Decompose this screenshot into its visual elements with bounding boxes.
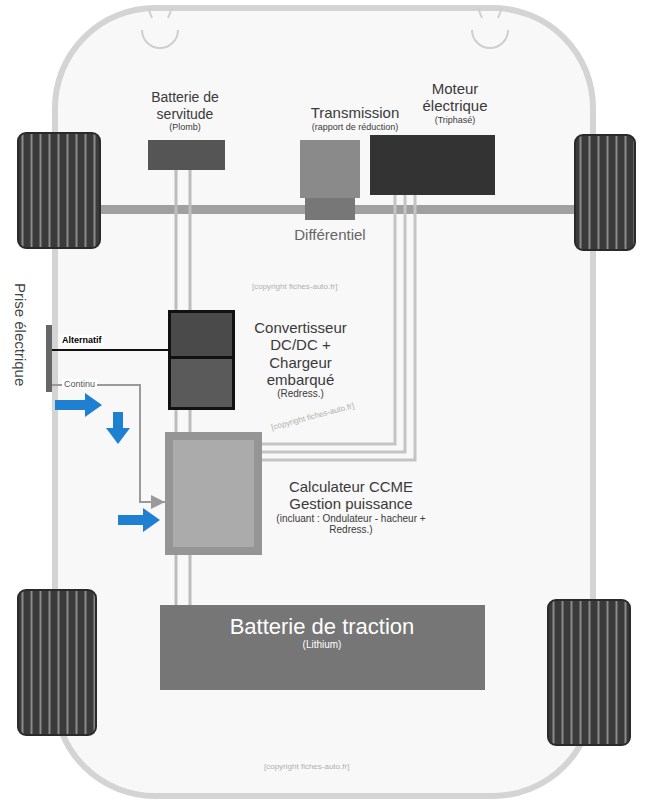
part-detail: (rapport de réduction) [290,122,420,132]
wire-line [189,170,192,310]
electric-motor: Moteur électrique(Triphasé) [370,135,495,195]
wire-connector [176,555,190,605]
headlights [142,8,508,48]
part-detail: (incluant : Ondulateur - hacheur + Redre… [276,513,426,536]
part-name: Batterie de traction [222,614,422,639]
transmission-box: Transmission(rapport de réduction) [300,140,360,198]
part-detail: (Plomb) [125,122,245,132]
part-detail: (Triphasé) [405,115,505,125]
connector-label: Continu [62,379,97,389]
connector-label: Alternatif [60,335,104,345]
part-caption: Transmission(rapport de réduction) [290,104,420,132]
part-name: Batterie de servitude [125,89,245,121]
wire-line [189,410,192,432]
power-socket: Prise électrique [46,325,52,392]
part-caption: Prise électrique [11,270,28,400]
watermark: [copyright fiches-auto.fr] [250,282,339,291]
part-caption: Batterie de traction(Lithium) [222,614,422,651]
watermark: [copyright fiches-auto.fr] [262,762,351,771]
wire-line [52,385,165,502]
part-caption: Différentiel [270,226,390,243]
part-caption: Calculateur CCME Gestion puissance(inclu… [276,478,426,536]
part-name: Convertisseur DC/DC + Chargeur embarqué [243,319,358,388]
car-body [55,8,593,796]
traction-battery: Batterie de traction(Lithium) [160,605,485,690]
part-caption: Batterie de servitude(Plomb) [125,89,245,132]
wire-line [189,555,192,605]
wire-connector [52,350,168,351]
part-name: Transmission [290,104,420,121]
wire-connector [52,385,165,502]
part-name: Moteur électrique [405,80,505,115]
part-caption: Moteur électrique(Triphasé) [405,80,505,125]
part-name: Prise électrique [11,270,28,400]
converter-charger: Convertisseur DC/DC + Chargeur embarqué(… [168,310,235,410]
part-name: Différentiel [270,226,390,243]
wire-connector [176,170,190,310]
wire-connector [176,410,190,432]
power-controller: Calculateur CCME Gestion puissance(inclu… [165,432,262,555]
part-caption: Convertisseur DC/DC + Chargeur embarqué(… [243,319,358,400]
part-name: Calculateur CCME Gestion puissance [276,478,426,513]
wire-line [175,555,178,605]
service-battery: Batterie de servitude(Plomb) [148,140,225,170]
wire-line [52,349,168,351]
wire-line [175,170,178,310]
flow-arrows [55,393,160,532]
part-detail: (Lithium) [222,639,422,651]
wheels [18,133,635,745]
differential-box: Différentiel [305,198,355,220]
wire-line [175,410,178,432]
part-detail: (Redress.) [243,388,358,400]
